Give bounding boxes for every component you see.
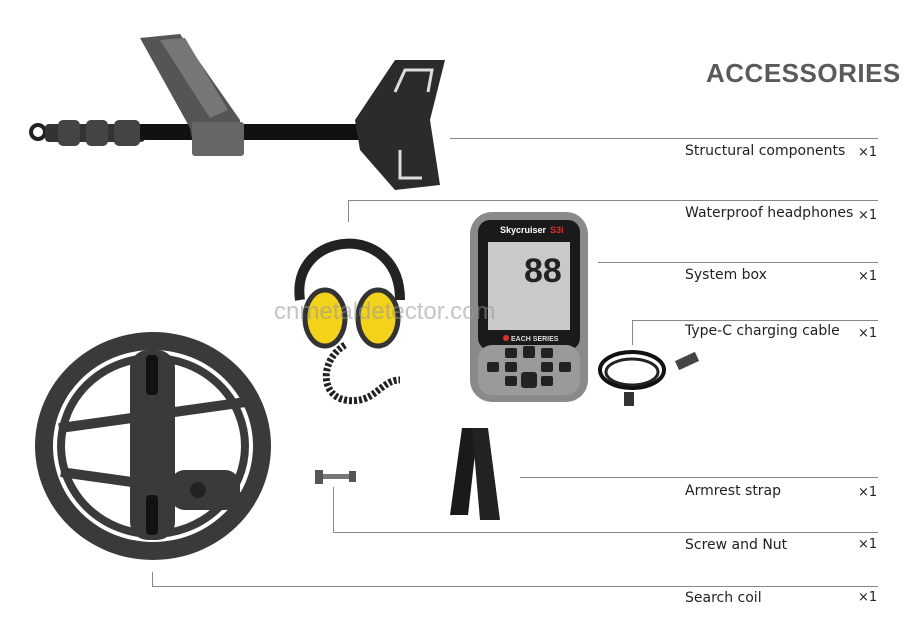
device-model: S3i xyxy=(550,225,564,235)
leader-line xyxy=(152,572,153,586)
leader-line xyxy=(152,586,878,587)
item-qty: ×1 xyxy=(858,537,878,552)
system-box-image: Skycruiser S3i 88 EACH SERIES xyxy=(470,212,588,402)
series-logo-icon xyxy=(503,335,509,341)
leader-line xyxy=(632,320,878,321)
item-qty: ×1 xyxy=(858,326,878,341)
headphones-image xyxy=(294,238,405,405)
item-label: System box xyxy=(685,267,767,283)
leader-line xyxy=(333,487,334,532)
screw-and-nut-image xyxy=(315,470,356,484)
watermark: cnmetaldetector.com xyxy=(274,298,496,325)
structural-components-image xyxy=(29,34,445,190)
leader-line xyxy=(333,532,878,533)
item-qty: ×1 xyxy=(858,590,878,605)
leader-line xyxy=(450,138,878,139)
leader-line xyxy=(520,477,878,478)
item-qty: ×1 xyxy=(858,208,878,223)
item-qty: ×1 xyxy=(858,485,878,500)
leader-line xyxy=(632,320,633,345)
item-label: Structural components xyxy=(685,143,846,159)
item-label: Waterproof headphones xyxy=(685,205,854,221)
page-title: ACCESSORIES xyxy=(706,58,901,88)
device-brand: Skycruiser xyxy=(500,225,547,235)
item-label: Search coil xyxy=(685,590,762,606)
item-label: Type-C charging cable xyxy=(685,323,840,339)
leader-line xyxy=(348,200,878,201)
item-qty: ×1 xyxy=(858,145,878,160)
leader-line xyxy=(598,262,878,263)
item-label: Armrest strap xyxy=(685,483,782,499)
device-series: EACH SERIES xyxy=(511,336,559,343)
armrest-strap-image xyxy=(450,428,500,520)
item-qty: ×1 xyxy=(858,269,878,284)
item-label: Screw and Nut xyxy=(685,537,788,553)
device-display-digits: 88 xyxy=(524,252,562,290)
search-coil-image xyxy=(35,332,271,560)
leader-line xyxy=(348,200,349,222)
charging-cable-image xyxy=(598,350,700,406)
